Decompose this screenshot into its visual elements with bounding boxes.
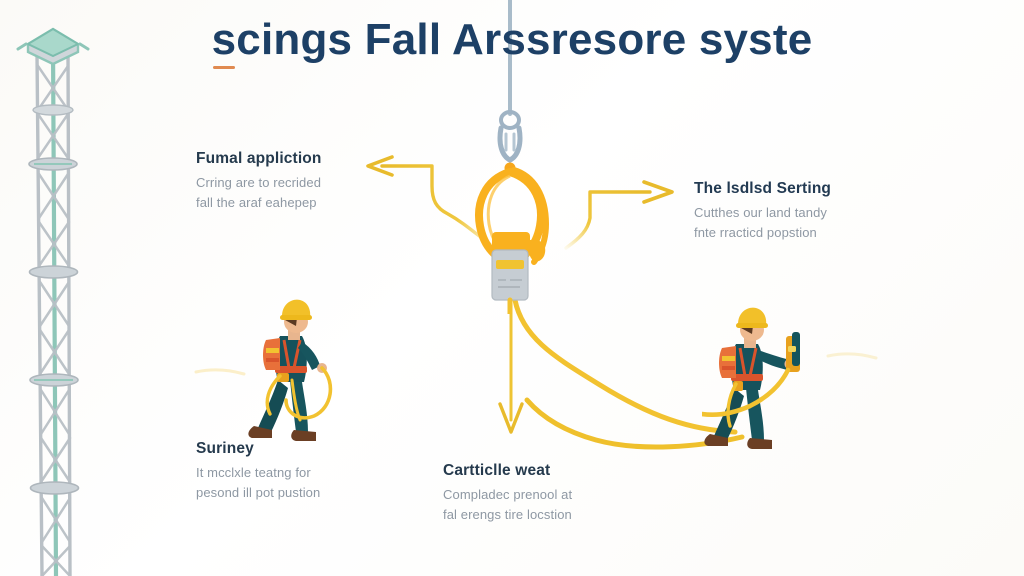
mast-platform [28,104,80,495]
arrow-head-left-icon [366,155,394,177]
carabiner-icon [497,82,523,163]
arrester-lever [530,239,546,262]
callout-top-right: The lsdlsd Serting Cutthes our land tand… [694,180,831,243]
callout-bottom-left: Suriney It mcclxle teatng for pesond ill… [196,440,320,503]
mast-crown [16,27,90,66]
page-title: scings Fall Arssresore syste [211,15,813,70]
rope-grab-tool [786,332,800,372]
lattice-mast-figure [8,14,104,576]
callout-bottom-left-heading: Suriney [196,440,254,457]
arrow-head-right-icon [642,180,674,204]
worker-right-figure [699,302,810,465]
callout-top-left: Fumal appliction Crring are to recrided … [196,150,322,213]
arrester-label [496,260,524,269]
arrester-body [491,249,529,301]
rope-wisp-right [826,352,878,360]
lattice-mast-icon [16,27,90,576]
callout-top-right-line-2: fnte rracticd popstion [694,224,817,240]
callout-top-right-line-1: Cutthes our land tandy [694,205,828,220]
fall-arrester-device-figure [462,82,572,319]
arrester-body-detail [498,279,522,288]
rope-loop-left [284,366,333,420]
page-title-lead-letter: s [211,15,237,70]
arrow-head-down-icon [498,402,524,434]
callout-bottom-center: Cartticlle weat Compladec prenool at fal… [443,462,572,525]
callout-top-left-line-1: Crring are to recrided [196,175,322,190]
callout-bottom-center-line-2: fal erengs tire locstion [443,506,572,522]
callout-bottom-left-line-2: pesond ill pot pustion [196,484,321,500]
callout-bottom-center-heading: Cartticlle weat [443,462,551,479]
callout-top-left-heading: Fumal appliction [196,150,322,167]
callout-top-right-heading: The lsdlsd Serting [694,180,832,197]
callout-bottom-left-line-1: It mcclxle teatng for [196,465,311,480]
callout-arrow-right [564,180,674,250]
rope-wisp-left [194,368,246,376]
page-title-container: scings Fall Arssresore syste [0,15,1024,70]
worker-with-rope-grab-icon [699,307,800,449]
callout-bottom-center-line-1: Compladec prenool at [443,487,573,502]
worker-left-figure [244,296,340,453]
worker-with-harness-icon [248,299,333,441]
callout-top-left-line-2: fall the araf eahepep [196,194,317,210]
page-title-rest: cings Fall Arssresore syste [236,15,813,64]
fall-arrester-icon [475,82,550,317]
